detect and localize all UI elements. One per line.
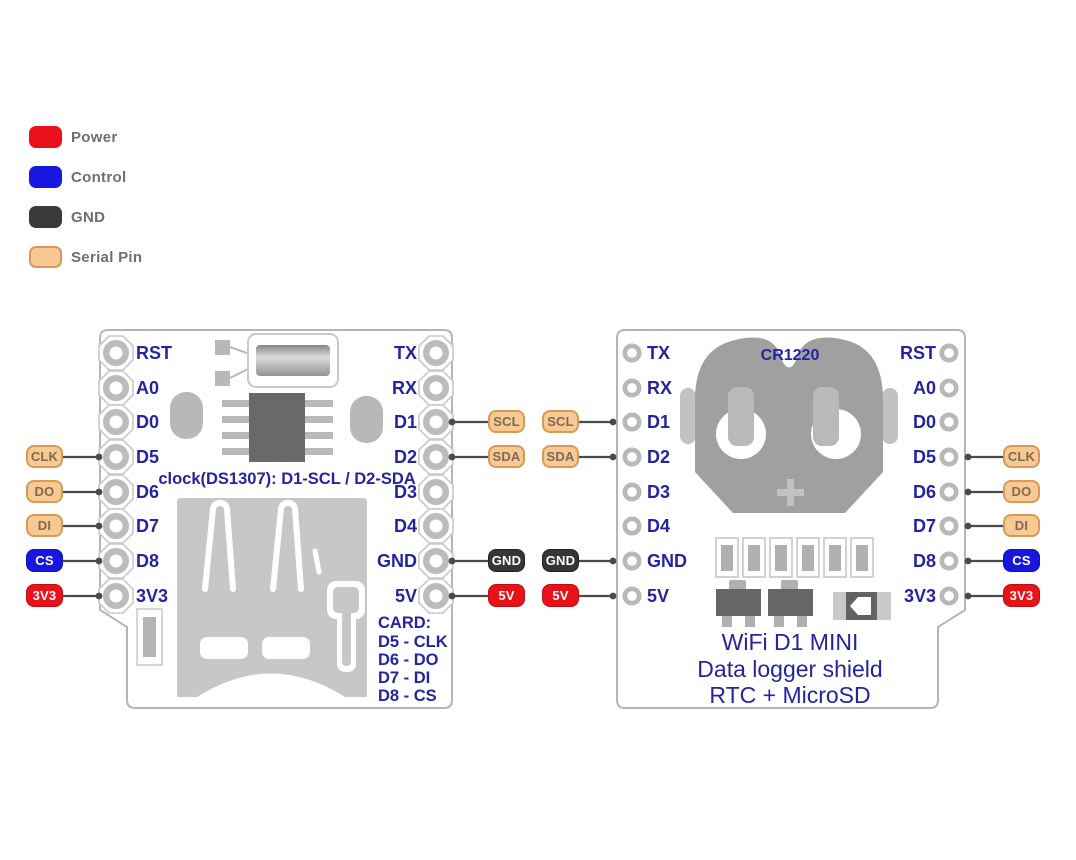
- card-note-title: CARD:: [378, 614, 431, 632]
- badge-scl: SCL: [488, 410, 525, 433]
- pin-label: D2: [394, 447, 417, 467]
- diode: [833, 592, 891, 620]
- gnd-swatch: [29, 206, 62, 228]
- badge-di: DI: [1003, 514, 1040, 537]
- pin-label: D4: [647, 516, 670, 536]
- pin-label: A0: [913, 378, 936, 398]
- badge-5v: 5V: [488, 584, 525, 607]
- pin-label: D7: [136, 516, 159, 536]
- pin-label: A0: [136, 378, 159, 398]
- card-note-line: D6 - DO: [378, 651, 439, 669]
- pin-label: GND: [647, 551, 687, 571]
- transistor: [716, 580, 761, 627]
- board-title-line: RTC + MicroSD: [709, 682, 870, 708]
- pin-label: D1: [647, 412, 670, 432]
- badge-gnd: GND: [542, 549, 579, 572]
- badge-do: DO: [1003, 480, 1040, 503]
- badge-5v: 5V: [542, 584, 579, 607]
- pin-label: D4: [394, 516, 417, 536]
- pin-label: RST: [136, 343, 172, 363]
- board-title-line: WiFi D1 MINI: [722, 629, 859, 655]
- legend-item-control: Control: [29, 166, 126, 188]
- pin-label: D0: [913, 412, 936, 432]
- legend-label: Power: [71, 128, 118, 146]
- pin-label: RST: [900, 343, 936, 363]
- legend-label: Serial Pin: [71, 248, 143, 266]
- badge-scl: SCL: [542, 410, 579, 433]
- pin-label: TX: [394, 343, 417, 363]
- pin-label: D8: [136, 551, 159, 571]
- pin-label: 3V3: [904, 586, 936, 606]
- pin-label: D5: [913, 447, 936, 467]
- pad-oval-right: [350, 396, 383, 443]
- serial-swatch: [29, 246, 62, 268]
- passive-component: [136, 608, 163, 666]
- resistor-row: [715, 537, 874, 578]
- battery-plus-mark: [777, 479, 804, 506]
- badge-sda: SDA: [542, 445, 579, 468]
- power-swatch: [29, 126, 62, 148]
- legend-item-serial: Serial Pin: [29, 246, 142, 268]
- pin-label: 5V: [395, 586, 417, 606]
- connector-lines: [62, 420, 1004, 598]
- legend-label: GND: [71, 208, 106, 226]
- badge-clk: CLK: [26, 445, 63, 468]
- pin-label: D8: [913, 551, 936, 571]
- badge-gnd: GND: [488, 549, 525, 572]
- battery-holder: [680, 337, 898, 513]
- pad-oval-left: [170, 392, 203, 439]
- pin-label: RX: [647, 378, 672, 398]
- right-board: TX RX D1 D2 D3 D4 GND 5V RST A0 D0 D5 D6…: [616, 329, 966, 709]
- battery-label: CR1220: [761, 347, 820, 364]
- pin-label: RX: [392, 378, 417, 398]
- badge-3v3: 3V3: [26, 584, 63, 607]
- badge-do: DO: [26, 480, 63, 503]
- legend-label: Control: [71, 168, 127, 186]
- pin-label: D2: [647, 447, 670, 467]
- left-board: RST A0 D0 D5 D6 D7 D8 3V3 TX RX D1 D2 D3…: [99, 329, 453, 709]
- badge-di: DI: [26, 514, 63, 537]
- pin-label: D0: [136, 412, 159, 432]
- transistor: [768, 580, 813, 627]
- badge-cs: CS: [1003, 549, 1040, 572]
- pin-label: D7: [913, 516, 936, 536]
- pin-label: D3: [394, 482, 417, 502]
- connector-dots: [95, 418, 972, 600]
- legend-item-gnd: GND: [29, 206, 105, 228]
- pin-label: D5: [136, 447, 159, 467]
- crystal-oscillator: [215, 333, 339, 388]
- pin-label: D3: [647, 482, 670, 502]
- pin-label: 3V3: [136, 586, 168, 606]
- pin-label: D1: [394, 412, 417, 432]
- pin-label: 5V: [647, 586, 669, 606]
- card-note-line: D7 - DI: [378, 669, 430, 687]
- pin-label: D6: [136, 482, 159, 502]
- control-swatch: [29, 166, 62, 188]
- microsd-slot: [177, 498, 367, 697]
- pin-label: TX: [647, 343, 670, 363]
- card-note-line: D5 - CLK: [378, 633, 448, 651]
- card-note-line: D8 - CS: [378, 687, 437, 705]
- badge-clk: CLK: [1003, 445, 1040, 468]
- board-title-line: Data logger shield: [697, 656, 882, 682]
- badge-cs: CS: [26, 549, 63, 572]
- pin-label: D6: [913, 482, 936, 502]
- badge-sda: SDA: [488, 445, 525, 468]
- pin-label: GND: [377, 551, 417, 571]
- clock-note: clock(DS1307): D1-SCL / D2-SDA: [158, 470, 415, 488]
- rtc-chip: [170, 392, 383, 462]
- legend-item-power: Power: [29, 126, 118, 148]
- badge-3v3: 3V3: [1003, 584, 1040, 607]
